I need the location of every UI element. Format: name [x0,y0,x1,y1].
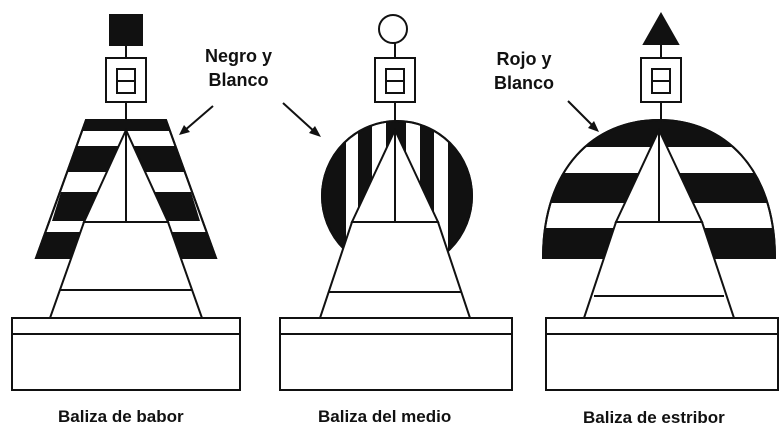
arrow-to-port-buoy [179,105,214,135]
base-deck [545,317,779,335]
base-hull [545,333,779,391]
annotation-line: Blanco [208,70,269,90]
open-circle-topmark [378,14,408,44]
annotation-red-white: Rojo y Blanco [494,47,554,95]
caption-port-buoy: Baliza de babor [58,407,184,426]
base-deck [11,317,241,335]
port-buoy [11,14,241,391]
caption-mid-buoy: Baliza del medio [318,407,452,426]
filled-square-topmark [109,14,143,46]
starboard-buoy [541,11,779,391]
arrow-to-mid-buoy [282,102,321,137]
annotation-line: Rojo y [496,49,552,69]
base-hull [11,333,241,391]
annotation-line: Negro y [205,46,273,66]
annotation-line: Blanco [494,73,555,93]
caption-starboard-buoy: Baliza de estribor [583,408,725,427]
annotation-black-white: Negro y Blanco [205,44,272,92]
mid-buoy [279,14,513,391]
arrow-to-starboard-buoy [567,100,599,132]
base-deck [279,317,513,335]
filled-triangle-topmark [642,11,680,45]
base-hull [279,333,513,391]
